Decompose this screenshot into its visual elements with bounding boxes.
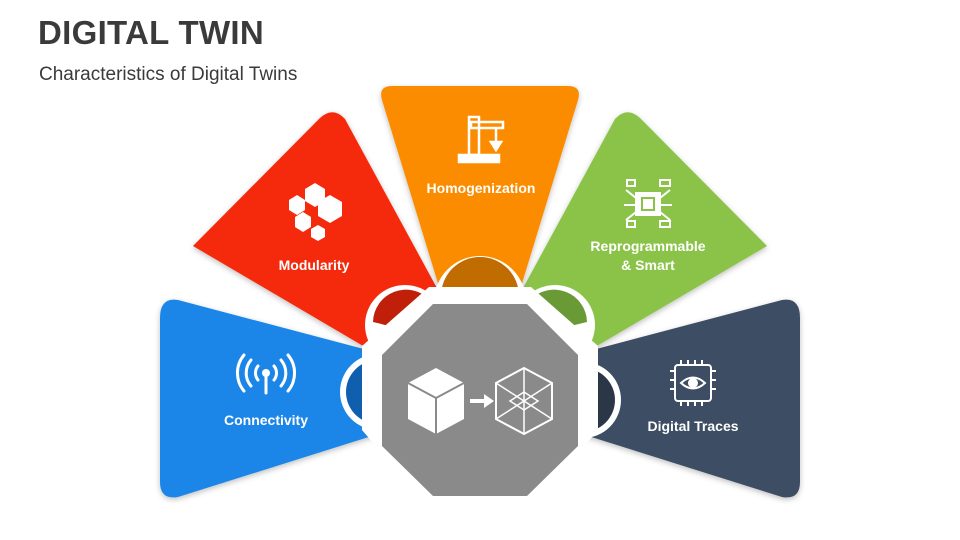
circuit-chip-icon [624,179,672,228]
page-subtitle: Characteristics of Digital Twins [39,64,298,85]
homogenization-label: Homogenization [427,180,536,196]
modularity-label: Modularity [279,257,350,273]
cube-to-wireframe-icon [407,366,553,436]
reprogrammable-label-line2: & Smart [621,257,675,273]
hexagon-modules-icon [289,183,342,241]
wifi-signal-icon [236,353,296,395]
connectivity-label: Connectivity [224,412,308,428]
reprogrammable-label-line1: Reprogrammable [590,238,705,254]
center-octagon [362,287,598,508]
chip-eye-icon [670,360,716,406]
press-machine-icon [457,115,505,164]
page-title: DIGITAL TWIN [38,14,265,51]
digital-traces-label: Digital Traces [647,418,738,434]
